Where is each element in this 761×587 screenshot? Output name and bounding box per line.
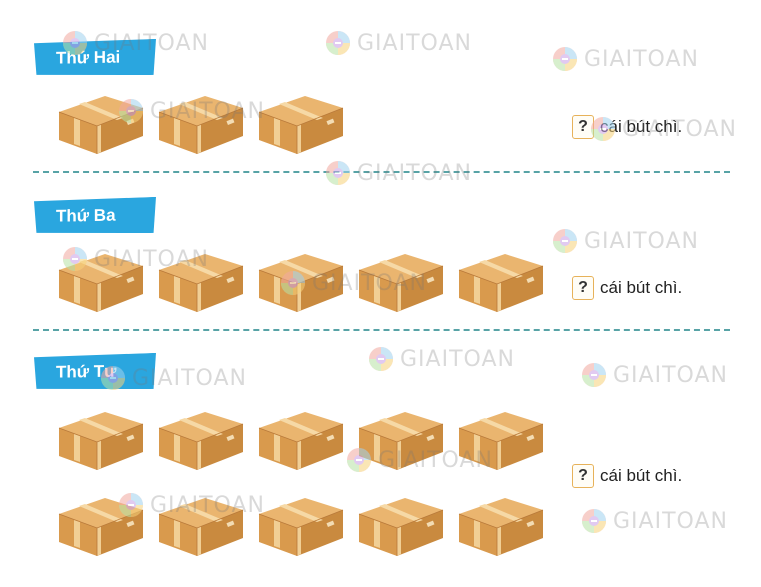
watermark-logo-icon: [325, 30, 351, 56]
watermark-logo-icon: [552, 228, 578, 254]
box-icon: [255, 492, 347, 558]
watermark: GIAITOAN: [552, 228, 699, 254]
watermark: GIAITOAN: [368, 346, 515, 372]
box-icon: [155, 406, 247, 472]
box-icon: [55, 248, 147, 314]
question-mark-box[interactable]: ?: [572, 276, 594, 300]
box-icon: [55, 492, 147, 558]
watermark-logo-icon: [325, 160, 351, 186]
watermark-logo-icon: [581, 508, 607, 534]
box-icon: [455, 492, 547, 558]
answer-thu-hai: ? cái bút chì.: [572, 115, 682, 139]
box-icon: [255, 90, 347, 156]
watermark: GIAITOAN: [552, 46, 699, 72]
answer-text: cái bút chì.: [600, 117, 683, 136]
watermark: GIAITOAN: [581, 508, 728, 534]
watermark: GIAITOAN: [581, 362, 728, 388]
box-icon: [355, 492, 447, 558]
question-mark-box[interactable]: ?: [572, 464, 594, 488]
box-icon: [455, 248, 547, 314]
box-icon: [55, 406, 147, 472]
answer-thu-tu: ? cái bút chì.: [572, 464, 682, 488]
day-label-thu-hai: Thứ Hai: [34, 39, 156, 77]
box-icon: [355, 406, 447, 472]
box-icon: [155, 492, 247, 558]
divider: [33, 171, 730, 173]
box-icon: [155, 248, 247, 314]
answer-text: cái bút chì.: [600, 278, 683, 297]
answer-text: cái bút chì.: [600, 466, 683, 485]
box-icon: [155, 90, 247, 156]
box-icon: [255, 248, 347, 314]
divider: [33, 329, 730, 331]
box-icon: [55, 90, 147, 156]
box-icon: [255, 406, 347, 472]
answer-thu-ba: ? cái bút chì.: [572, 276, 682, 300]
box-icon: [455, 406, 547, 472]
watermark-logo-icon: [581, 362, 607, 388]
question-mark-box[interactable]: ?: [572, 115, 594, 139]
watermark-logo-icon: [552, 46, 578, 72]
day-label-thu-ba: Thứ Ba: [34, 197, 156, 235]
watermark-logo-icon: [368, 346, 394, 372]
watermark: GIAITOAN: [325, 160, 472, 186]
box-icon: [355, 248, 447, 314]
watermark: GIAITOAN: [325, 30, 472, 56]
day-label-thu-tu: Thứ Tư: [34, 353, 156, 391]
